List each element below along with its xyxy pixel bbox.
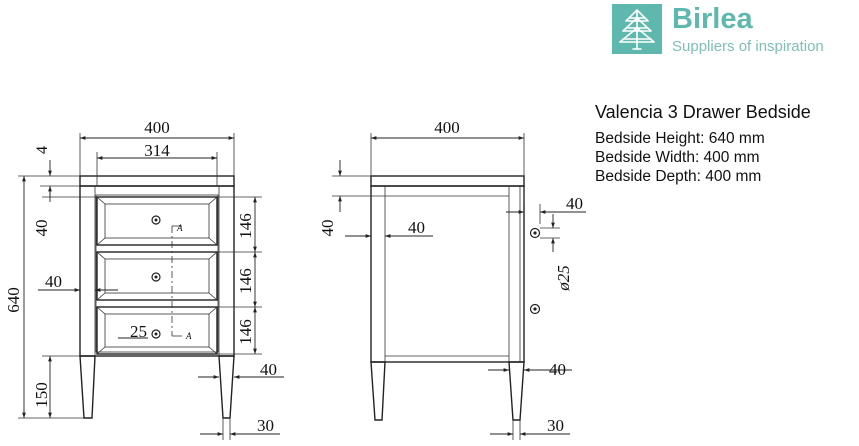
dim-side-rail: 40: [408, 218, 425, 237]
product-title: Valencia 3 Drawer Bedside: [595, 102, 811, 122]
side-top-panel: [370, 175, 525, 187]
dim-side-inset: 40: [45, 272, 62, 291]
dim-side-apron: 40: [318, 220, 337, 237]
brand-tagline: Suppliers of inspiration: [672, 38, 824, 55]
dim-knob-diameter: ø25: [554, 265, 573, 292]
dim-overall-height: 640: [4, 287, 23, 313]
spec-width: Bedside Width: 400 mm: [595, 149, 760, 166]
front-view: A A 400 314 4 640 40 40 25: [4, 118, 284, 440]
section-mark: A: [176, 223, 183, 233]
front-leg-left: [79, 355, 96, 419]
side-leg-right: [508, 361, 525, 421]
dim-drawer-height: 146: [236, 268, 255, 294]
dim-leg-height: 150: [32, 382, 51, 408]
drawer-3: [96, 306, 218, 355]
drawer-1: [96, 196, 218, 246]
brand-name: Birlea: [672, 3, 753, 35]
spec-panel: Valencia 3 Drawer Bedside Bedside Height…: [595, 102, 811, 186]
dim-handle-gap: 25: [130, 322, 147, 341]
side-leg-left: [370, 361, 386, 421]
side-view: 400 40 40 40 ø25 40 30: [318, 118, 586, 440]
dim-leg-inset: 40: [260, 360, 277, 379]
dim-apron: 40: [32, 220, 51, 237]
front-top-panel: [79, 175, 235, 187]
tree-icon: [612, 4, 662, 54]
front-carcass: [79, 185, 235, 357]
dim-drawer-height: 146: [236, 213, 255, 239]
dim-side-leg-inset: 40: [549, 360, 566, 379]
section-mark: A: [185, 331, 192, 341]
front-leg-right: [218, 355, 235, 419]
side-carcass: [370, 185, 525, 363]
dim-knob-depth: 40: [566, 194, 583, 213]
dim-top-thickness: 4: [34, 146, 51, 154]
dim-side-leg-width: 30: [547, 416, 564, 435]
birlea-logo: Birlea Suppliers of inspiration: [612, 3, 857, 58]
dim-overall-depth: 400: [434, 118, 460, 137]
dim-leg-width: 30: [257, 416, 274, 435]
spec-depth: Bedside Depth: 400 mm: [595, 168, 762, 185]
drawer-2: [96, 251, 218, 301]
dim-overall-width: 400: [144, 118, 170, 137]
dim-drawer-height: 146: [236, 319, 255, 345]
dim-inner-width: 314: [144, 141, 170, 160]
spec-height: Bedside Height: 640 mm: [595, 130, 765, 147]
